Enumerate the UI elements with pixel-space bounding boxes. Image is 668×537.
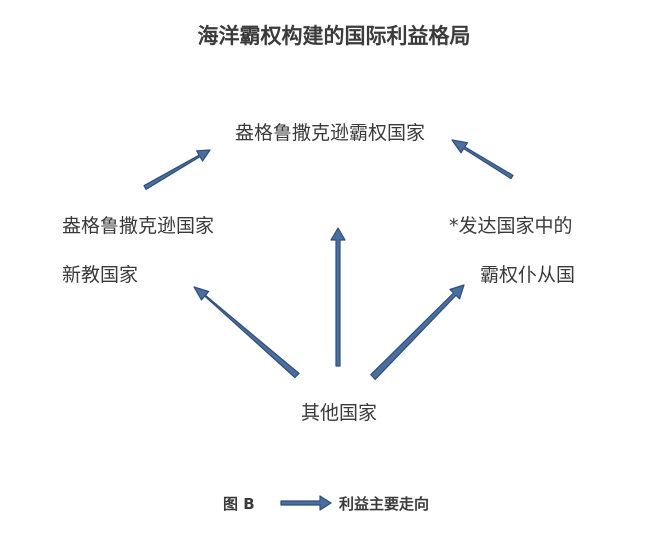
node-bottom-others: 其他国家 [300,402,378,424]
node-left-line2: 新教国家 [62,264,139,286]
legend-arrow-icon [280,495,332,511]
node-top-hegemon: 盎格鲁撒克逊霸权国家 [234,122,426,144]
arrow-left-to-top [143,149,211,190]
legend-arrow-meaning: 利益主要走向 [339,495,430,513]
figure-label: 图 B [223,495,255,513]
diagram-title: 海洋霸权构建的国际利益格局 [197,24,471,48]
node-left-line1: 盎格鲁撒克逊国家 [62,215,215,237]
arrow-bottom-to-right [370,284,465,380]
node-right-line1: *发达国家中的 [449,215,573,237]
arrow-bottom-to-left [193,286,300,379]
arrow-right-to-top [451,139,514,180]
arrow-bottom-to-top [330,227,346,367]
node-right-line2: 霸权仆从国 [480,264,576,286]
